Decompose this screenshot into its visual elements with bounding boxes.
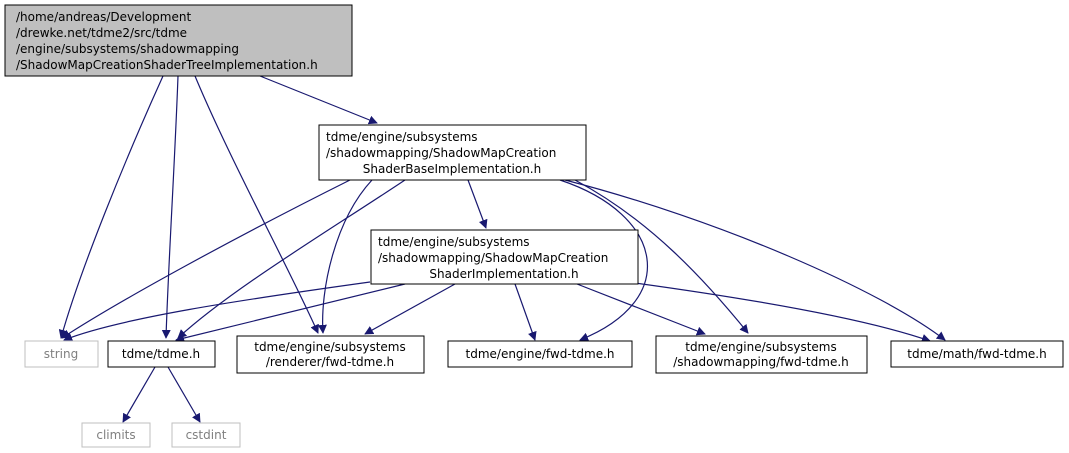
edge-base-impl-to-impl [467, 179, 488, 229]
node-impl-line-2: /shadowmapping/ShadowMapCreation [378, 251, 608, 265]
edge-root-to-base-impl [259, 75, 378, 125]
edge-impl-to-math-fwd [627, 281, 931, 343]
edge-base-impl-to-shadowmapping-fwd [574, 179, 749, 334]
edge-base-impl-to-renderer-fwd [317, 179, 373, 334]
node-root-line-1: /home/andreas/Development [16, 10, 191, 24]
edge-base-impl-to-math-fwd [564, 179, 946, 341]
node-renderer-fwd-tdme-h[interactable]: tdme/engine/subsystems /renderer/fwd-tdm… [236, 335, 425, 374]
node-climits-label: climits [96, 428, 135, 442]
node-base-impl-line-2: /shadowmapping/ShadowMapCreation [326, 146, 556, 160]
edge-root-to-renderer-fwd [194, 75, 319, 334]
node-root-line-4: /ShadowMapCreationShaderTreeImplementati… [16, 58, 318, 72]
node-tdme-h-label: tdme/tdme.h [122, 347, 200, 361]
edge-impl-to-tdme-h [175, 283, 406, 343]
node-shadowmapping-fwd-line-2: /shadowmapping/fwd-tdme.h [673, 355, 849, 369]
edge-impl-to-string [63, 281, 371, 342]
node-string: string [24, 340, 99, 368]
edge-base-impl-to-engine-fwd [559, 179, 648, 342]
node-root-line-2: /drewke.net/tdme2/src/tdme [16, 26, 187, 40]
node-renderer-fwd-line-1: tdme/engine/subsystems [254, 340, 406, 354]
node-base-impl-line-3: ShaderBaseImplementation.h [363, 162, 541, 176]
node-string-label: string [44, 347, 78, 361]
node-math-fwd-label: tdme/math/fwd-tdme.h [907, 347, 1046, 361]
node-impl-line-3: ShaderImplementation.h [429, 267, 578, 281]
node-engine-fwd-tdme-h[interactable]: tdme/engine/fwd-tdme.h [447, 340, 633, 368]
node-engine-fwd-label: tdme/engine/fwd-tdme.h [466, 347, 615, 361]
node-root-header[interactable]: /home/andreas/Development /drewke.net/td… [4, 4, 353, 77]
node-math-fwd-tdme-h[interactable]: tdme/math/fwd-tdme.h [890, 340, 1064, 368]
edge-root-to-tdme-h [161, 75, 179, 339]
node-shadowmapping-fwd-tdme-h[interactable]: tdme/engine/subsystems /shadowmapping/fw… [655, 335, 868, 374]
node-base-impl-line-1: tdme/engine/subsystems [326, 130, 478, 144]
node-root-line-3: /engine/subsystems/shadowmapping [16, 42, 239, 56]
edge-tdme-h-to-cstdint [167, 366, 201, 423]
edge-base-impl-to-string [61, 179, 351, 339]
node-tdme-h[interactable]: tdme/tdme.h [107, 340, 216, 368]
node-shadow-map-creation-shader-base-implementation[interactable]: tdme/engine/subsystems /shadowmapping/Sh… [318, 124, 587, 181]
node-renderer-fwd-line-2: /renderer/fwd-tdme.h [266, 355, 394, 369]
node-shadow-map-creation-shader-implementation[interactable]: tdme/engine/subsystems /shadowmapping/Sh… [370, 229, 639, 285]
edge-impl-to-renderer-fwd [364, 283, 456, 335]
node-shadowmapping-fwd-line-1: tdme/engine/subsystems [685, 340, 837, 354]
edge-tdme-h-to-climits [122, 366, 156, 423]
edge-impl-to-engine-fwd [514, 283, 537, 341]
node-impl-line-1: tdme/engine/subsystems [378, 235, 530, 249]
edge-impl-to-shadowmapping-fwd [576, 283, 706, 336]
node-cstdint-label: cstdint [186, 428, 227, 442]
edge-base-impl-to-tdme-h [177, 179, 406, 339]
edge-root-to-string [58, 75, 164, 339]
node-climits: climits [81, 422, 151, 448]
node-cstdint: cstdint [171, 422, 241, 448]
